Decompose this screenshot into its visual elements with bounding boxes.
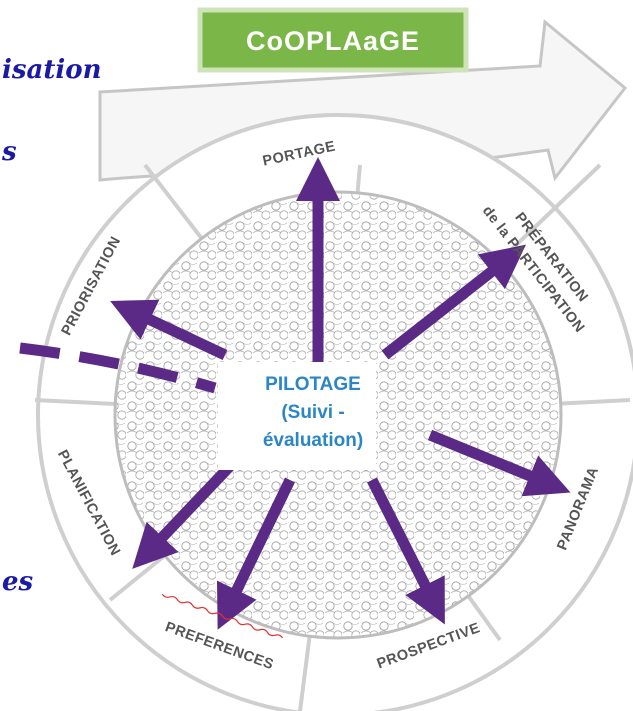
logo-box [197,7,469,73]
center-line2: (Suivi - [281,402,344,423]
logo-text: CoOPLAaGE [246,26,420,56]
arrows [110,157,571,630]
arrow-to-panorama [427,429,571,497]
center-line3: évaluation) [263,430,363,451]
arrow-to-preferences [216,477,295,630]
margin-note-1: isation [2,55,102,85]
margin-note-2: s [1,137,17,167]
arrow-to-prospective [367,477,445,625]
arrow-to-priorisation [110,299,228,360]
center-box [218,362,376,470]
dashed-link [19,342,217,394]
margin-note-3: es [2,567,34,597]
spellcheck-squiggle [161,593,284,639]
arrow-to-preparation [381,244,526,360]
center-line1: PILOTAGE [265,374,361,395]
